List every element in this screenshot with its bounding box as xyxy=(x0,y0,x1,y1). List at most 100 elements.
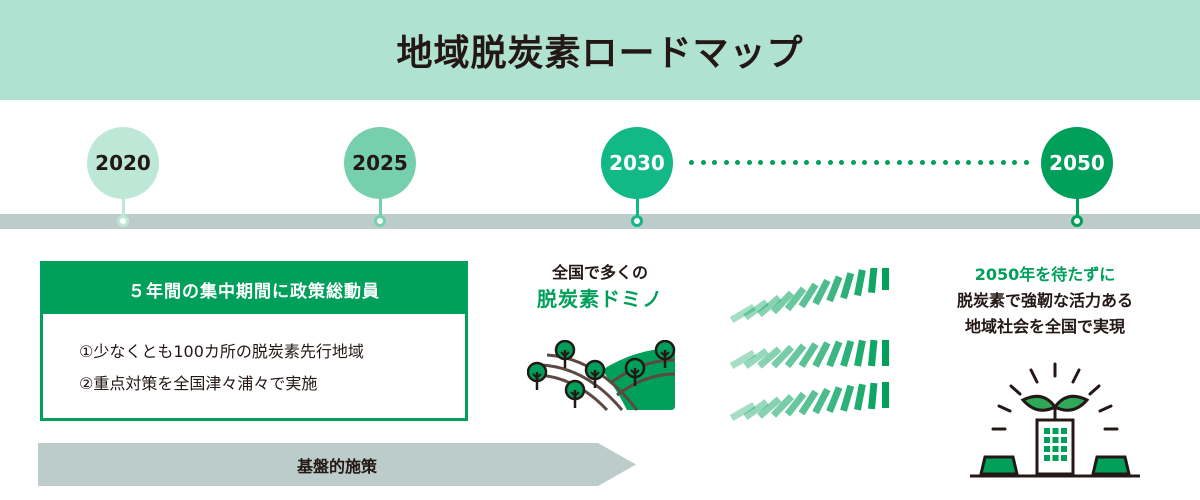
connector-dot xyxy=(919,160,925,165)
milestone-stem xyxy=(1075,197,1079,217)
domino-tile xyxy=(770,394,794,418)
goal-caption-line2: 脱炭素で強靭な活力ある xyxy=(956,291,1133,310)
building-window xyxy=(1061,428,1067,434)
domino-tile xyxy=(798,282,819,309)
policy-item: ①少なくとも100カ所の脱炭素先行地域 xyxy=(79,342,364,361)
milestone-2030: 2030 xyxy=(601,127,673,227)
tree-icon xyxy=(554,340,576,368)
dotted-connector xyxy=(689,160,1029,166)
connector-dot xyxy=(966,160,972,165)
connector-dot xyxy=(850,160,856,165)
domino-tile xyxy=(770,290,794,315)
building-window xyxy=(1044,428,1050,434)
connector-dot xyxy=(1023,160,1029,165)
base-policy-label: 基盤的施策 xyxy=(296,456,377,476)
policy-box-title: ５年間の集中期間に政策総動員 xyxy=(43,264,465,314)
milestone-circle: 2030 xyxy=(601,127,673,199)
milestone-node xyxy=(117,215,129,227)
domino-tile xyxy=(770,344,794,369)
page-title: 地域脱炭素ロードマップ xyxy=(396,33,804,74)
domino-tile xyxy=(729,303,756,324)
connector-dot xyxy=(827,160,833,165)
connector-dot xyxy=(862,160,868,165)
domino-tile xyxy=(743,299,769,321)
policy-item: ②重点対策を全国津々浦々で実施 xyxy=(79,374,318,393)
policy-box: ５年間の集中期間に政策総動員 ①少なくとも100カ所の脱炭素先行地域 ②重点対策… xyxy=(40,261,468,421)
domino-tile xyxy=(868,382,878,410)
goal-caption: 2050年を待たずに 脱炭素で強靭な活力ある 地域社会を全国で実現 xyxy=(920,262,1170,340)
milestone-2025: 2025 xyxy=(344,127,416,227)
building-window xyxy=(1044,446,1050,452)
milestone-node xyxy=(631,215,643,227)
connector-dot xyxy=(954,160,960,165)
domino-tile xyxy=(868,268,878,294)
domino-caption-line1: 全国で多くの xyxy=(551,263,648,282)
base-policy-arrow: 基盤的施策 xyxy=(38,443,636,486)
milestone-circle: 2050 xyxy=(1041,127,1113,199)
milestone-year: 2025 xyxy=(352,151,408,175)
domino-tile xyxy=(840,384,855,412)
domino-tile xyxy=(826,340,843,368)
domino-tile xyxy=(840,272,855,300)
connector-dot xyxy=(977,160,983,165)
domino-tile xyxy=(812,387,831,415)
connector-dot xyxy=(1012,160,1018,165)
milestone-stem xyxy=(635,197,639,217)
connector-dot xyxy=(885,160,891,165)
building-window xyxy=(1061,455,1067,461)
connector-dot xyxy=(839,160,845,165)
connector-dot xyxy=(804,160,810,165)
connector-dot xyxy=(723,160,729,165)
domino-tile xyxy=(798,389,819,416)
connector-dot xyxy=(816,160,822,165)
domino-caption: 全国で多くの 脱炭素ドミノ xyxy=(520,262,680,314)
milestone-node xyxy=(374,215,386,227)
connector-dot xyxy=(746,160,752,165)
domino-tile xyxy=(757,346,782,369)
tree-icon xyxy=(654,340,676,368)
tree-icon xyxy=(584,359,606,388)
milestone-circle: 2025 xyxy=(344,127,416,199)
connector-dot xyxy=(989,160,995,165)
domino-tile xyxy=(757,294,782,318)
connector-dot xyxy=(896,160,902,165)
domino-tile xyxy=(812,278,831,306)
milestone-year: 2020 xyxy=(95,151,151,175)
falling-dominoes-icon xyxy=(729,268,889,422)
milestone-stem xyxy=(121,197,125,217)
domino-tile xyxy=(826,275,843,303)
domino-tile xyxy=(784,286,807,312)
domino-tile xyxy=(812,341,831,368)
building-window xyxy=(1061,437,1067,443)
connector-dot xyxy=(943,160,949,165)
tree-icon xyxy=(624,357,646,386)
header-banner: 地域脱炭素ロードマップ xyxy=(0,0,1200,100)
domino-caption-line2: 脱炭素ドミノ xyxy=(537,287,663,311)
connector-dot xyxy=(769,160,775,165)
milestone-node xyxy=(1071,215,1083,227)
domino-tile xyxy=(743,399,769,420)
building-window xyxy=(1044,455,1050,461)
connector-dot xyxy=(781,160,787,165)
domino-tile xyxy=(743,348,769,369)
building-window xyxy=(1044,437,1050,443)
timeline-track xyxy=(0,214,1200,229)
connector-dot xyxy=(873,160,879,165)
domino-tile xyxy=(729,401,756,422)
domino-tile xyxy=(882,382,889,408)
building-window xyxy=(1061,446,1067,452)
domino-tile xyxy=(854,339,866,367)
domino-tile xyxy=(826,386,843,413)
connector-dot xyxy=(792,160,798,165)
domino-tile xyxy=(882,340,889,366)
domino-tile xyxy=(854,383,866,411)
connector-dot xyxy=(758,160,764,165)
domino-tile xyxy=(854,269,866,297)
connector-dot xyxy=(908,160,914,165)
goal-caption-line1: 2050年を待たずに xyxy=(974,265,1116,284)
domino-tile xyxy=(840,340,855,367)
trees-hills-icon xyxy=(527,340,676,412)
milestone-2020: 2020 xyxy=(87,127,159,227)
building-window xyxy=(1052,428,1059,434)
building-window xyxy=(1052,437,1059,443)
